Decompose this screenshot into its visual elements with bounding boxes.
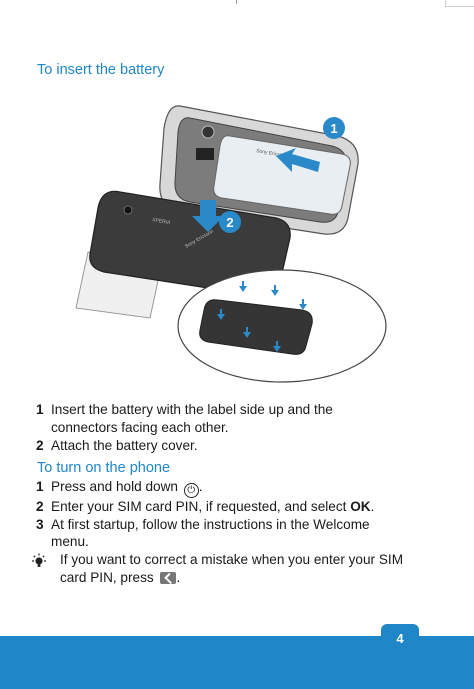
lightbulb-icon [32,553,46,567]
step-text: Insert the battery with the label side u… [51,402,333,435]
step-item: 2 Enter your SIM card PIN, if requested,… [36,498,406,516]
tip-text: If you want to correct a mistake when yo… [60,552,404,585]
battery-illustration: Sony Ericsson 1 XPERIA Sony Ericsson 2 [75,105,387,383]
crop-mark [236,0,237,4]
attach-arrow [192,200,224,232]
step-number: 2 [36,438,44,453]
step-text-end: . [370,499,375,514]
section-title-insert-battery: To insert the battery [37,62,165,78]
battery: Sony Ericsson [213,135,351,215]
insert-battery-steps: 1 Insert the battery with the label side… [36,401,366,455]
step-text: At first startup, follow the instruction… [51,516,370,550]
step-item: 1 Press and hold down ⏻. [36,478,406,498]
page-number: 4 [381,624,419,654]
step-number: 1 [36,402,44,417]
tip-text-end: . [176,570,181,585]
step-text: Enter your SIM card PIN, if requested, a… [51,499,347,514]
cover-xperia-label: XPERIA [152,217,172,226]
battery-cover: XPERIA Sony Ericsson [89,190,291,297]
ok-label: OK [350,499,371,514]
step-item: 2 Attach the battery cover. [36,437,366,455]
battery-label: Sony Ericsson [256,148,289,159]
step-text: Attach the battery cover. [51,438,198,453]
section-title-turn-on-phone: To turn on the phone [37,460,171,476]
step-number: 1 [36,479,44,494]
crop-mark-corner [445,0,474,7]
step-text-end: . [198,479,203,494]
step-number: 2 [36,499,44,514]
svg-text:1: 1 [330,121,337,136]
callout-1: 1 [323,117,345,139]
step-item: 3 At first startup, follow the instructi… [36,516,406,551]
step-text: Press and hold down [51,479,178,494]
step-item: 1 Insert the battery with the label side… [36,401,366,436]
turn-on-steps: 1 Press and hold down ⏻. 2 Enter your SI… [36,478,406,551]
tip-note: If you want to correct a mistake when yo… [30,551,420,587]
step-number: 3 [36,516,44,532]
page-top-edge [0,0,474,7]
power-key-icon: ⏻ [183,483,199,498]
insert-arrow [276,148,320,172]
back-key-icon [160,572,177,584]
detail-zoom [177,269,387,383]
callout-2: 2 [219,211,241,233]
svg-text:2: 2 [226,215,233,230]
